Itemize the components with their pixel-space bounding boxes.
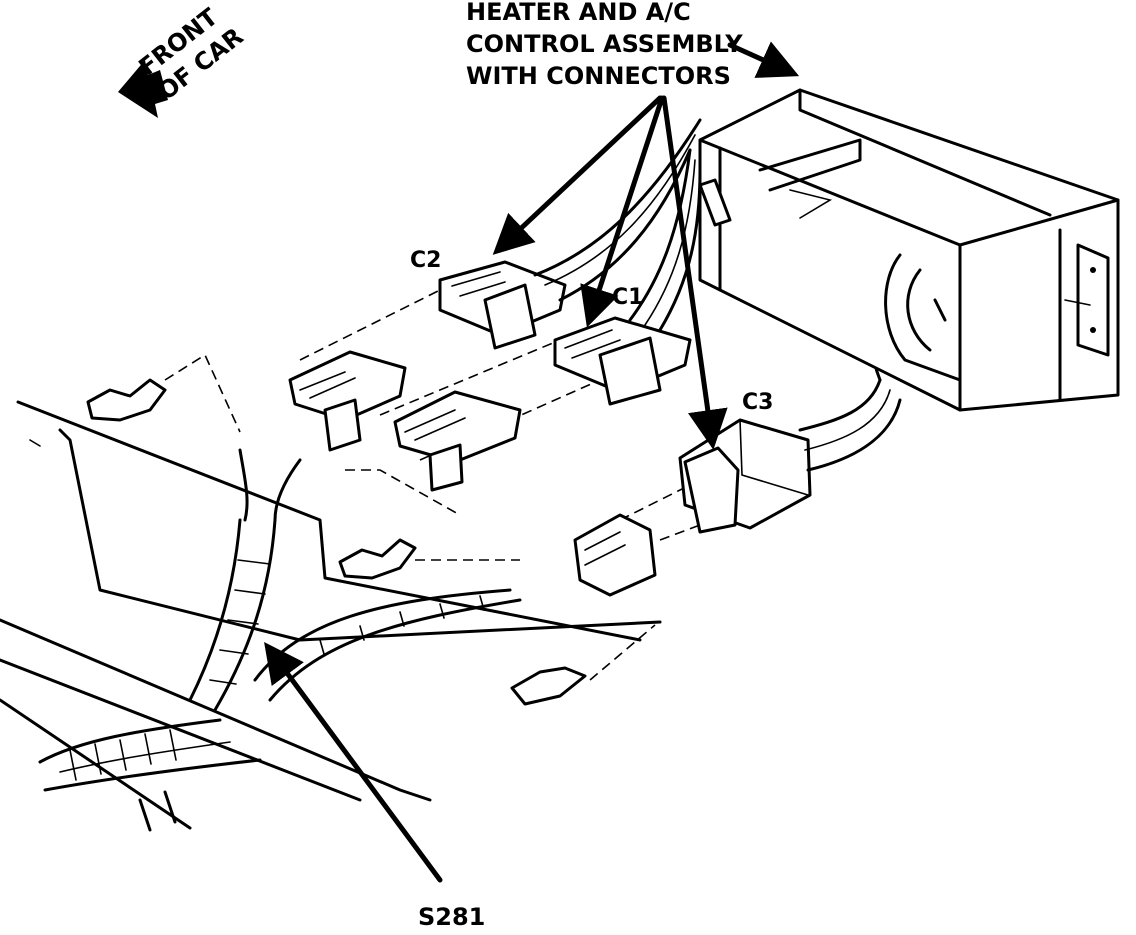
panel-connector-c3-mate — [573, 513, 657, 597]
leader-arrows — [264, 41, 800, 883]
title-line3: WITH CONNECTORS — [466, 62, 731, 90]
control-assembly — [698, 88, 1120, 412]
title-line1: HEATER AND A/C — [466, 0, 691, 26]
splice-leader-arrow — [264, 641, 443, 883]
connector-c3 — [678, 418, 812, 534]
splice-label: S281 — [418, 903, 485, 930]
c2-leader-arrow — [492, 95, 663, 255]
c3-leader-arrow — [661, 95, 728, 450]
retainer-clip-lower — [510, 666, 587, 706]
c1-leader-arrow — [580, 95, 665, 328]
c3-label: C3 — [742, 390, 773, 415]
panel-connector-c2-mate — [288, 350, 407, 452]
c1-label: C1 — [612, 285, 643, 310]
retainer-clip-middle — [338, 538, 417, 580]
lower-wire-harness — [38, 718, 262, 832]
assembly-leader-arrow — [727, 41, 800, 78]
splice-harness — [188, 448, 522, 712]
front-of-car-arrow-icon — [118, 60, 168, 118]
panel-connector-c1-mate — [393, 390, 522, 492]
retainer-clip-left — [86, 378, 167, 422]
c2-label: C2 — [410, 248, 441, 273]
connector-c2 — [438, 260, 567, 350]
title-line2: CONTROL ASSEMBLY — [466, 30, 743, 58]
